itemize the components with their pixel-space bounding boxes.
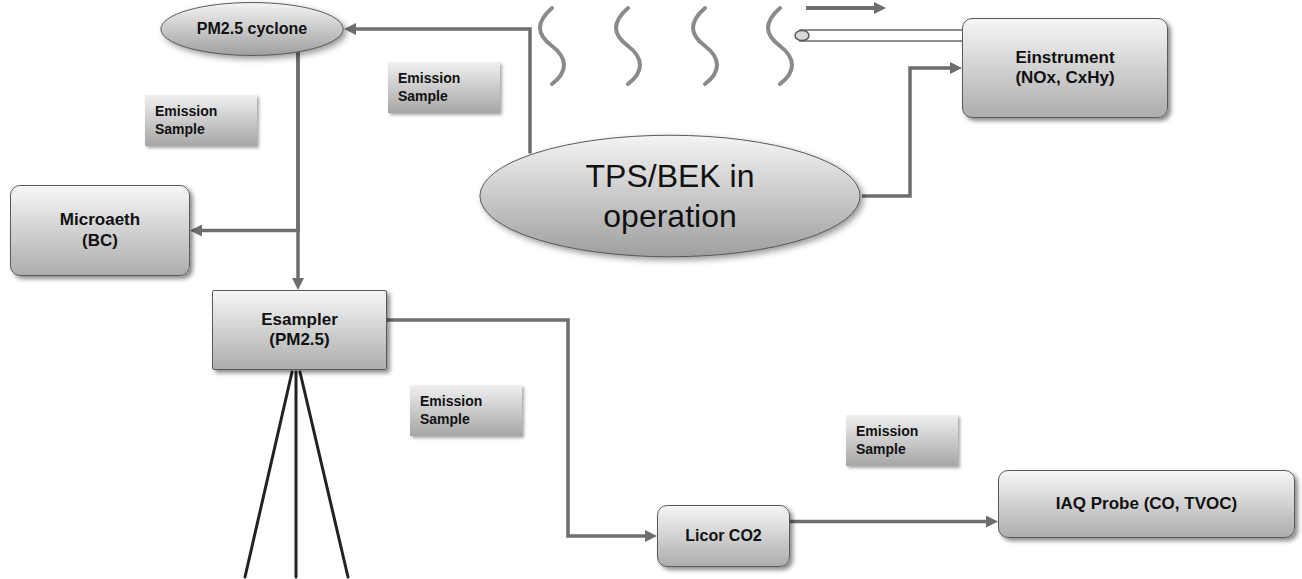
instrument-box: Einstrument(NOx, CxHy) [962,18,1168,118]
flow-arrow [296,52,300,284]
flow-arrow [387,320,651,536]
text-stack: Esampler(PM2.5) [261,310,338,351]
node-sublabel: (PM2.5) [269,330,329,350]
text-group: Einstrument(NOx, CxHy) [963,19,1167,117]
instrument-box: Microaeth(BC) [10,185,190,276]
emission-sample-tag: Emission Sample [410,385,522,436]
text-stack: Licor CO2 [685,526,761,545]
text-stack: PM2.5 cyclone [197,19,307,38]
text-group: Licor CO2 [658,506,789,566]
emission-sample-tag: Emission Sample [388,62,500,113]
text-group: IAQ Probe (CO, TVOC) [999,471,1294,537]
emission-sample-tag: Emission Sample [846,415,958,466]
text-group: TPS/BEK in operation [478,134,862,258]
node-sublabel: (NOx, CxHy) [1015,68,1114,88]
flow-arrow [790,520,992,524]
node-sublabel: (BC) [82,231,118,251]
cyclone-ellipse: PM2.5 cyclone [160,2,344,56]
probe-inlet [795,31,809,41]
ellipse-shape [161,3,343,56]
text-stack: Einstrument(NOx, CxHy) [1015,48,1114,89]
plume-wave [693,8,717,84]
source-ellipse: TPS/BEK in operation [478,134,862,258]
node-label: PM2.5 cyclone [197,19,307,38]
ellipse-shape [480,135,860,257]
ellipse-outline [478,134,862,258]
sampler-box: Esampler(PM2.5) [212,290,387,370]
text-group: Microaeth(BC) [11,186,189,275]
text-stack: Microaeth(BC) [60,210,140,251]
node-label: Esampler [261,310,338,330]
probe-flow-arrow [806,6,880,10]
emission-sample-tag: Emission Sample [145,95,257,146]
text-stack: IAQ Probe (CO, TVOC) [1056,494,1237,514]
flow-arrow [350,29,530,154]
node-label: Einstrument [1015,48,1114,68]
plume-wave [540,8,564,84]
instrument-box: Licor CO2 [657,505,790,567]
plume-wave [616,8,640,84]
node-label: Licor CO2 [685,526,761,545]
tripod-leg [295,372,298,577]
text-stack: TPS/BEK in operation [555,156,785,236]
tripod-leg [300,372,348,577]
plume-wave [768,8,792,84]
sampling-probe-tube [800,30,964,41]
probe-box: IAQ Probe (CO, TVOC) [998,470,1295,538]
node-label: IAQ Probe (CO, TVOC) [1056,494,1237,514]
text-group: Esampler(PM2.5) [213,291,386,369]
emission-plume [540,8,792,84]
node-label: Microaeth [60,210,140,230]
tripod-stand [245,372,348,577]
tripod-leg [245,372,292,577]
node-label: TPS/BEK in operation [555,156,785,236]
flow-arrow [862,68,956,196]
text-group: PM2.5 cyclone [160,2,344,56]
